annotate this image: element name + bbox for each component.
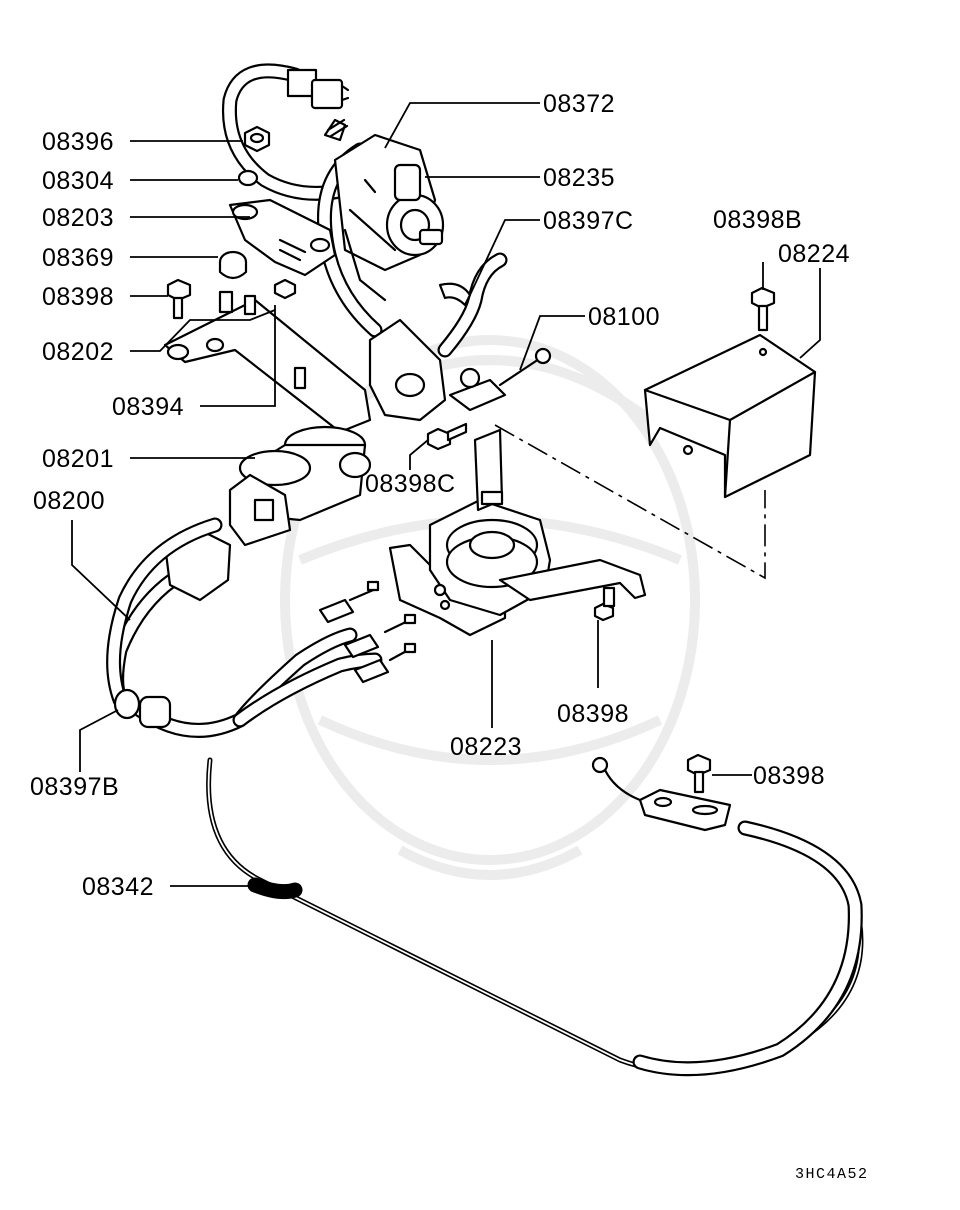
- leader-lines: [71, 102, 821, 887]
- cruise-actuator: [388, 428, 647, 637]
- nut-08396: [243, 125, 271, 153]
- label-08304: 08304: [42, 167, 114, 195]
- washer-08304: [237, 169, 259, 187]
- label-08396: 08396: [42, 128, 114, 156]
- label-08398-b: 08398: [557, 700, 629, 728]
- grommet-08369: [218, 250, 248, 280]
- label-08398-c: 08398: [753, 762, 825, 790]
- label-08398B: 08398B: [713, 206, 802, 234]
- label-08224: 08224: [778, 240, 850, 268]
- assembly-line: [494, 424, 766, 580]
- servo-cylinder: [228, 425, 372, 547]
- upper-bracket: [228, 198, 337, 277]
- long-cable-08342: [206, 757, 864, 1077]
- mount-bracket: [163, 278, 372, 434]
- bolt-08398B: [750, 286, 776, 332]
- label-08394: 08394: [112, 393, 184, 421]
- label-08397C: 08397C: [543, 207, 634, 235]
- main-cable: [106, 517, 383, 738]
- throttle-plate: [368, 318, 552, 422]
- label-08223: 08223: [450, 733, 522, 761]
- vacuum-hose: [437, 252, 508, 358]
- label-08202: 08202: [42, 338, 114, 366]
- part-labels: 08372 08396 08304 08235 08203 08397C 083…: [30, 90, 869, 1183]
- label-08100: 08100: [588, 303, 660, 331]
- bolt-08398-left: [166, 278, 192, 320]
- label-08342: 08342: [82, 873, 154, 901]
- cable-fittings: [318, 580, 417, 684]
- actuator-motor: [323, 118, 445, 302]
- label-08372: 08372: [543, 90, 615, 118]
- label-08201: 08201: [42, 445, 114, 473]
- diagram-code: 3HC4A52: [795, 1166, 869, 1183]
- label-08200: 08200: [33, 487, 105, 515]
- cable-end-bracket: [591, 753, 732, 832]
- actuator-cover: [643, 333, 817, 499]
- label-08398C: 08398C: [365, 470, 456, 498]
- label-08397B: 08397B: [30, 773, 119, 801]
- label-08398-a: 08398: [42, 283, 114, 311]
- label-08203: 08203: [42, 204, 114, 232]
- label-08235: 08235: [543, 164, 615, 192]
- bolt-08398C: [426, 422, 468, 451]
- label-08369: 08369: [42, 244, 114, 272]
